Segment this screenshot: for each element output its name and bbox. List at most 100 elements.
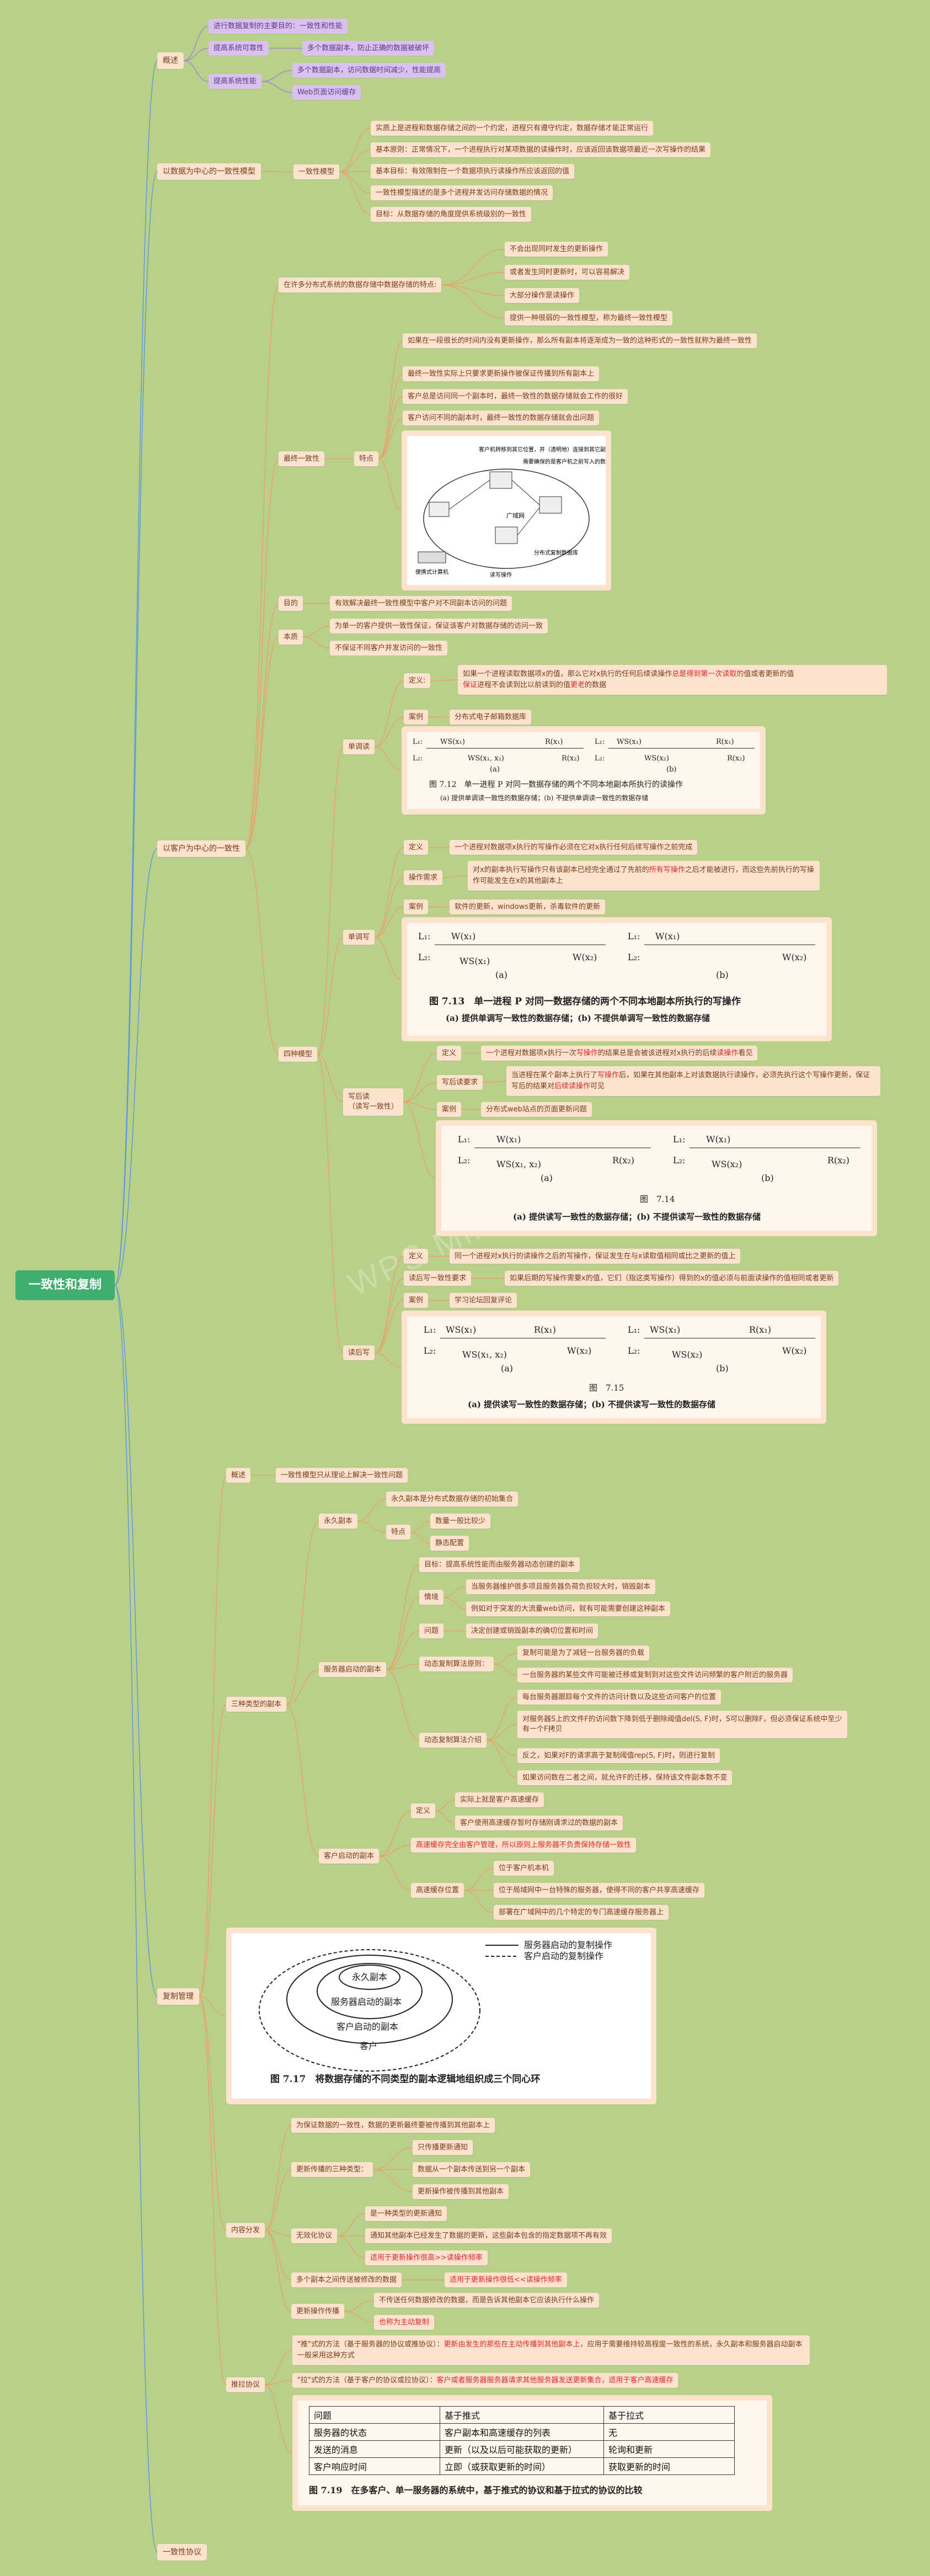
client-cache-1[interactable]: 位于客户机本机 (494, 1861, 554, 1876)
server-algo2-4[interactable]: 如果访问数在二者之间，就允许F的迁移，保持该文件副本数不变 (517, 1770, 733, 1785)
scenario-node[interactable]: 在许多分布式系统的数据存储中数据存储的特点: (279, 278, 442, 292)
overview-item-1[interactable]: 进行数据复制的主要目的：一致性和性能 (209, 19, 348, 34)
eventual-item-2[interactable]: 最终一致性实际上只要求更新操作被保证传播到所有副本上 (403, 366, 600, 381)
mr-case-text[interactable]: 分布式电子邮箱数据库 (450, 710, 532, 725)
client-cache-3[interactable]: 部署在广域网中的几个特定的专门高速缓存服务器上 (494, 1905, 669, 1920)
goal-text[interactable]: 有效解决最终一致性模型中客户对不同副本访问的问题 (330, 596, 512, 611)
overview-item-3[interactable]: 提高系统性能 (209, 74, 262, 89)
writes-follow-reads-node[interactable]: 读后写 (343, 1345, 375, 1360)
eventual-item-1[interactable]: 如果在一段很长的时间内没有更新操作，那么所有副本将逐渐成为一致的这种形式的一致性… (403, 333, 757, 348)
ryw-def-label[interactable]: 定义 (437, 1046, 462, 1061)
essence-item-2[interactable]: 不保证不同客户并发访问的一致性 (330, 641, 448, 656)
scenario-item-1[interactable]: 不会出现同时发生的更新操作 (505, 242, 608, 257)
update-type-3[interactable]: 更新操作被传播到其他副本 (413, 2184, 509, 2199)
overview-node[interactable]: 概述 (157, 52, 184, 69)
overview-item-2-child[interactable]: 多个数据副本，防止正确的数据被破坏 (302, 41, 435, 56)
server-algo-label[interactable]: 动态复制算法原则： (419, 1657, 494, 1672)
permanent-feature-label[interactable]: 特点 (386, 1525, 411, 1540)
ryw-req-text[interactable]: 当进程在某个副本上执行了写操作后，如果在其他副本上对该数据执行读操作，必须先执行… (506, 1066, 880, 1096)
scenario-item-2[interactable]: 或者发生同时更新时，可以容易解决 (505, 265, 630, 280)
server-algo2-1[interactable]: 每台服务器跟踪每个文件的访问计数以及这些访问客户的位置 (517, 1690, 721, 1705)
overview-item-3-child-2[interactable]: Web页面访问缓存 (292, 85, 361, 100)
update-type-1[interactable]: 只传播更新通知 (413, 2140, 473, 2155)
permanent-node[interactable]: 永久副本 (319, 1514, 358, 1529)
server-scenario-1[interactable]: 当服务器维护很多项且服务器负荷负担较大时，销毁副本 (466, 1579, 656, 1594)
client-def-label[interactable]: 定义 (411, 1803, 436, 1818)
data-centric-node[interactable]: 以数据为中心的一致性模型 (157, 163, 261, 180)
wfr-req-label[interactable]: 读后写一致性要求 (404, 1271, 472, 1286)
mr-def-label[interactable]: 定义: (404, 673, 431, 688)
ryw-case-text[interactable]: 分布式web站点的页面更新问题 (481, 1102, 592, 1117)
push-pull-node[interactable]: 推拉协议 (226, 2377, 265, 2392)
consistency-protocol-node[interactable]: 一致性协议 (157, 2544, 207, 2561)
content-dist-node[interactable]: 内容分发 (226, 2223, 265, 2238)
client-def-1[interactable]: 实际上就是客户高速缓存 (455, 1792, 544, 1807)
essence-item-1[interactable]: 为单一的客户提供一致性保证，保证该客户对数据存储的访问一致 (330, 619, 548, 634)
invalidate-label[interactable]: 无效化协议 (291, 2228, 338, 2243)
rm-overview-node[interactable]: 概述 (226, 1468, 251, 1483)
mr-def-text[interactable]: 如果一个进程读取数据项x的值，那么它对x执行的任何后续读操作总是得到第一次读取的… (458, 665, 887, 695)
permanent-child[interactable]: 永久副本是分布式数据存储的初始集合 (386, 1492, 519, 1507)
content-goal[interactable]: 为保证数据的一致性，数据的更新最终要被传播到其他副本上 (291, 2118, 495, 2133)
server-algo-2[interactable]: 一台服务器的某些文件可能被迁移或复制到对这些文件访问频繁的客户附近的服务器 (517, 1668, 793, 1683)
ryw-case-label[interactable]: 案例 (437, 1102, 462, 1117)
client-initiated-node[interactable]: 客户启动的副本 (319, 1849, 380, 1864)
eventual-item-4[interactable]: 客户访问不同的副本时，最终一致性的数据存储就会出问题 (403, 411, 600, 425)
replica-types-node[interactable]: 三种类型的副本 (226, 1697, 287, 1712)
mw-mean-label[interactable]: 操作需求 (404, 870, 443, 885)
model-item-1[interactable]: 实质上是进程和数据存储之间的一个约定，进程只有遵守约定，数据存储才能正常运行 (371, 121, 654, 136)
client-note[interactable]: 高速缓存完全由客户管理，所以原则上服务器不负责保持存储一致性 (411, 1838, 637, 1853)
ryw-def-text[interactable]: 一个进程对数据项x执行一次写操作的结果总是会被该进程对x执行的后续读操作看见 (481, 1046, 758, 1061)
mw-case-text[interactable]: 软件的更新，windows更新，杀毒软件的更新 (450, 900, 606, 914)
client-cache-2[interactable]: 位于局域网中一台特殊的服务器，使得不同的客户共享高速缓存 (494, 1883, 705, 1898)
ryw-req-label[interactable]: 写后读要求 (437, 1075, 483, 1090)
mw-def-text[interactable]: 一个进程对数据项x执行的写操作必须在它对x执行任何后续写操作之前完成 (450, 840, 698, 855)
pull-text[interactable]: "拉"式的方法（基于客户的协议或拉协议）：客户或者服务器服务器请求其他服务器发送… (292, 2373, 678, 2388)
wfr-req-text[interactable]: 如果后期的写操作需要x的值，它们（指这类写操作）得到的x的值必须与前面读操作的值… (505, 1271, 839, 1286)
server-scenario-2[interactable]: 例如对于突发的大流量web访问，就有可能需要创建这种副本 (466, 1601, 670, 1616)
goal-node[interactable]: 目的 (279, 596, 303, 611)
server-problem-text[interactable]: 决定创建或销毁副本的确切位置和时间 (466, 1624, 598, 1638)
server-goal[interactable]: 目标：提高系统性能而由服务器动态创建的副本 (419, 1557, 580, 1572)
client-centric-node[interactable]: 以客户为中心的一致性 (157, 840, 245, 857)
model-item-2[interactable]: 基本原则：正常情况下，一个进程执行对某项数据的读操作时，应该返回该数据项最近一次… (371, 142, 711, 157)
wfr-case-text[interactable]: 学习论坛回复评论 (450, 1293, 517, 1308)
propagate-text[interactable]: 不传送任何数据修改的数据，而是告诉其他副本它应该执行什么操作 (374, 2293, 600, 2308)
transfer-red[interactable]: 适用于更新操作很低<<读操作频率 (445, 2272, 567, 2287)
wfr-def-text[interactable]: 同一个进程对x执行的读操作之后的写操作，保证发生在与x读取值相同或比之更新的值上 (450, 1249, 741, 1264)
scenario-item-3[interactable]: 大部分操作是读操作 (505, 288, 580, 303)
scenario-item-4[interactable]: 提供一种很弱的一致性模型，称为最终一致性模型 (505, 311, 673, 326)
client-cache-label[interactable]: 高速缓存位置 (411, 1883, 464, 1898)
propagate-red[interactable]: 也称为主动复制 (374, 2315, 435, 2330)
push-text[interactable]: "推"式的方法（基于服务器的协议或推协议）：更新由发生的那些在主动传播到其他副本… (292, 2335, 810, 2365)
read-your-writes-node[interactable]: 写后读 （读写一致性） (343, 1088, 404, 1116)
replica-mgmt-node[interactable]: 复制管理 (157, 1988, 199, 2005)
permanent-feature-2[interactable]: 静态配置 (430, 1536, 469, 1551)
model-item-4[interactable]: 一致性模型描述的是多个进程并发访问存储数据的情况 (371, 185, 553, 200)
consistency-model-node[interactable]: 一致性模型 (293, 164, 340, 179)
propagate-label[interactable]: 更新操作传播 (291, 2304, 345, 2319)
server-algo2-3[interactable]: 反之，如果对F的请求高于复制阈值rep(S, F)时，则进行复制 (517, 1748, 720, 1763)
wfr-case-label[interactable]: 案例 (404, 1293, 429, 1308)
server-algo-1[interactable]: 复制可能是为了减轻一台服务器的负载 (517, 1646, 650, 1660)
overview-item-2[interactable]: 提高系统可靠性 (209, 41, 269, 56)
invalidate-2[interactable]: 通知其他副本已经发生了数据的更新，这些副本包含的指定数据项不再有效 (365, 2228, 612, 2243)
wfr-def-label[interactable]: 定义 (404, 1249, 429, 1264)
overview-item-3-child-1[interactable]: 多个数据副本，访问数据时间减少，性能提高 (292, 63, 446, 78)
eventual-feature-node[interactable]: 特点 (354, 451, 379, 466)
essence-node[interactable]: 本质 (279, 630, 303, 645)
rm-overview-text[interactable]: 一致性模型只从理论上解决一致性问题 (276, 1468, 408, 1483)
mw-case-label[interactable]: 案例 (404, 900, 429, 914)
update-type-2[interactable]: 数据从一个副本传送到另一个副本 (413, 2162, 531, 2177)
update-types-label[interactable]: 更新传播的三种类型： (291, 2162, 373, 2177)
server-initiated-node[interactable]: 服务器启动的副本 (319, 1662, 387, 1677)
transfer-label[interactable]: 多个副本之间传送被修改的数据 (291, 2272, 402, 2287)
mr-case-label[interactable]: 案例 (404, 710, 429, 725)
server-algo2-2[interactable]: 对服务器S上的文件F的访问数下降到低于删除阈值del(S, F)时，S可以删除F… (517, 1711, 847, 1738)
eventual-consistency-node[interactable]: 最终一致性 (279, 451, 325, 466)
monotonic-read-node[interactable]: 单调读 (343, 739, 375, 754)
four-models-node[interactable]: 四种模型 (279, 1047, 318, 1062)
invalidate-red[interactable]: 适用于更新操作很高>>读操作频率 (365, 2250, 488, 2265)
mw-mean-text[interactable]: 对x的副本执行写操作只有该副本已经完全通过了先前的所有写操作之后才能被进行，而这… (468, 861, 820, 891)
client-def-2[interactable]: 客户使用高速缓存暂时存储刚请求过的数据的副本 (455, 1816, 623, 1830)
